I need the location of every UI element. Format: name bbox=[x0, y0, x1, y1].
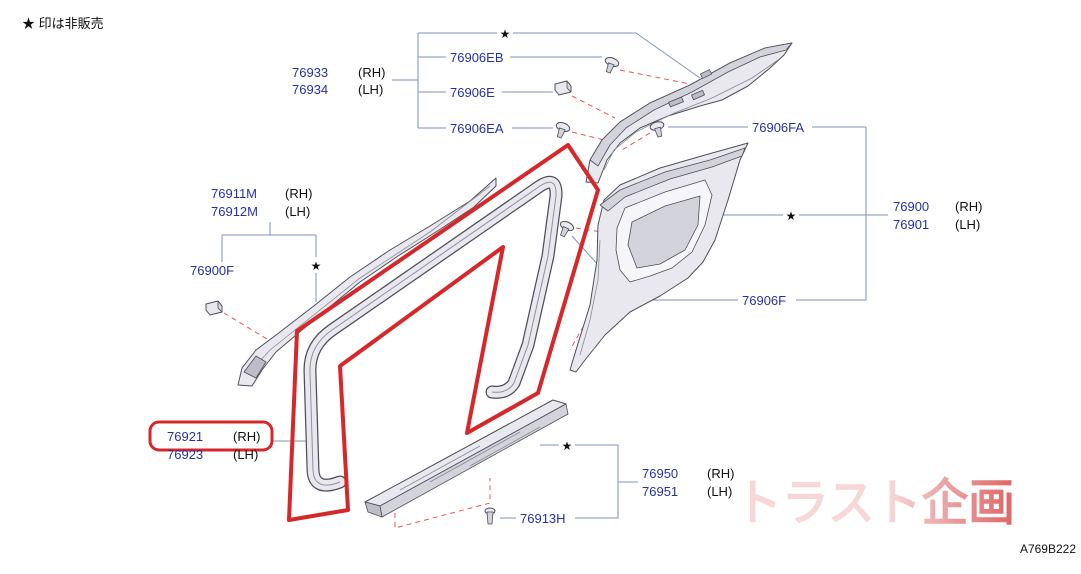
clip-76906e-icon bbox=[554, 80, 572, 96]
upper-trim-slot bbox=[691, 89, 705, 101]
dashed-sill bbox=[394, 478, 491, 529]
leader-rear-bracket bbox=[796, 127, 867, 301]
weatherstrip-lh-part-number: 76923 bbox=[167, 447, 203, 462]
roof-side-trim-part bbox=[237, 177, 497, 387]
clip-shank bbox=[654, 126, 663, 138]
dashed-eb bbox=[619, 69, 701, 87]
sill-front-face bbox=[379, 403, 569, 518]
clip-76913h-icon bbox=[484, 507, 496, 525]
weatherstrip-rh-side: (RH) bbox=[233, 429, 260, 444]
legend-note: ★ 印は非販売 bbox=[22, 16, 104, 31]
clip-side bbox=[217, 300, 223, 313]
rear-trim-rh-part-number: 76900 bbox=[893, 199, 929, 214]
upper-quarter-trim-part bbox=[585, 42, 793, 184]
install-dashed-lines bbox=[223, 69, 701, 529]
star-marker: ★ bbox=[562, 439, 573, 453]
rear-trim-edge-line bbox=[579, 239, 601, 356]
upper-trim-lh-part-number: 76934 bbox=[292, 82, 328, 97]
dashed-e bbox=[571, 95, 616, 119]
sill-plate-part bbox=[364, 399, 569, 518]
rear-trim-rh-side: (RH) bbox=[955, 199, 982, 214]
sill-texture bbox=[399, 426, 541, 491]
red-highlight-box bbox=[148, 420, 274, 452]
sill-lh-part-number: 76951 bbox=[642, 484, 678, 499]
rear-trim-lh-part-number: 76901 bbox=[893, 217, 929, 232]
rear-trim-top-face bbox=[599, 147, 746, 212]
roof-trim-end-tab bbox=[243, 355, 267, 379]
clip-76906fa-label: 76906FA bbox=[752, 120, 804, 135]
clip-side bbox=[566, 80, 572, 93]
upper-trim-lh-side: (LH) bbox=[358, 82, 383, 97]
clip-76906e-label: 76906E bbox=[450, 85, 495, 100]
sill-rh-side: (RH) bbox=[707, 466, 734, 481]
clip-76906eb-icon bbox=[604, 57, 620, 74]
leader-upper-star bbox=[418, 32, 701, 79]
clip-76900f-label: 76900F bbox=[190, 263, 234, 278]
roof-trim-rh-side: (RH) bbox=[285, 186, 312, 201]
clip-shank bbox=[486, 511, 494, 525]
upper-trim-edge bbox=[589, 42, 793, 167]
clip-76906ea-label: 76906EA bbox=[450, 121, 504, 136]
roof-trim-inner-line bbox=[249, 185, 491, 373]
dashed-rear-lower bbox=[569, 317, 589, 351]
leader-sill bbox=[540, 444, 638, 519]
clip-76906fa-icon bbox=[649, 121, 665, 138]
clip-76906ea-icon bbox=[555, 122, 571, 139]
star-marker: ★ bbox=[500, 27, 511, 41]
dashed-roof-clip bbox=[223, 312, 273, 343]
roof-trim-lh-part-number: 76912M bbox=[211, 204, 258, 219]
red-highlight-outline bbox=[287, 143, 600, 522]
sill-lh-side: (LH) bbox=[707, 484, 732, 499]
roof-trim-lh-side: (LH) bbox=[285, 204, 310, 219]
sill-top-face bbox=[364, 399, 567, 507]
star-marker: ★ bbox=[311, 259, 322, 273]
roof-trim-body bbox=[237, 177, 497, 387]
clip-shank bbox=[605, 62, 615, 74]
rear-trim-recess-inner bbox=[627, 195, 701, 269]
rear-trim-lh-side: (LH) bbox=[955, 217, 980, 232]
dashed-ea bbox=[571, 131, 613, 143]
clip-shank bbox=[560, 226, 570, 238]
upper-trim-rh-part-number: 76933 bbox=[292, 65, 328, 80]
diagram-code: A769B222 bbox=[1020, 542, 1076, 556]
rear-side-trim-part bbox=[569, 142, 749, 373]
sill-rh-part-number: 76950 bbox=[642, 466, 678, 481]
upper-trim-ridge bbox=[603, 59, 779, 171]
upper-trim-slot bbox=[700, 69, 712, 79]
sill-end-face bbox=[364, 501, 383, 518]
clip-76906f-icon bbox=[559, 220, 575, 238]
leader-roof-bracket bbox=[221, 234, 317, 302]
weatherstrip-lh-side: (LH) bbox=[233, 447, 258, 462]
roof-trim-rh-part-number: 76911M bbox=[211, 186, 257, 201]
watermark-logo: トラスト企画 bbox=[735, 474, 1015, 532]
weatherstrip-part bbox=[303, 175, 563, 492]
clip-76913h-label: 76913H bbox=[520, 511, 566, 526]
dashed-fa bbox=[621, 132, 651, 151]
clip-76906eb-label: 76906EB bbox=[450, 50, 504, 65]
upper-trim-slot bbox=[668, 96, 684, 108]
clip-76900f-icon bbox=[205, 300, 223, 316]
weatherstrip-rh-part-number: 76921 bbox=[167, 429, 203, 444]
leader-lines bbox=[221, 32, 888, 519]
clip-76906f-label: 76906F bbox=[742, 293, 786, 308]
clip-shank bbox=[556, 127, 566, 139]
star-marker: ★ bbox=[786, 209, 797, 223]
upper-trim-rh-side: (RH) bbox=[358, 65, 385, 80]
weatherstrip-lip bbox=[309, 181, 557, 486]
